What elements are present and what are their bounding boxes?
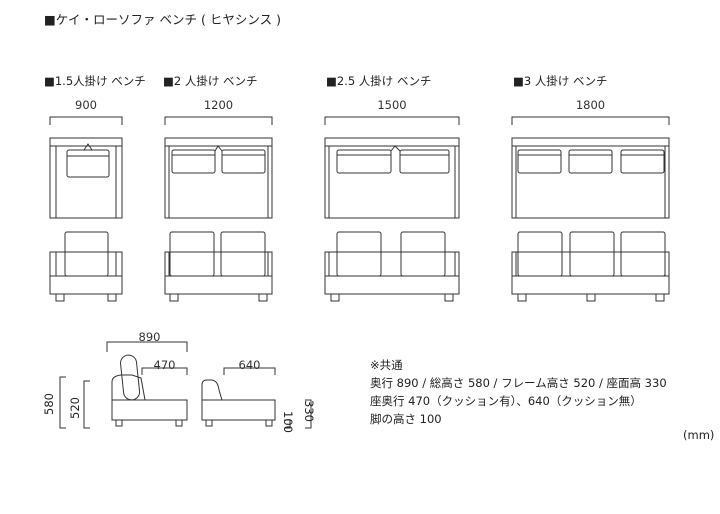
page-title: ■ケイ・ローソファ ベンチ ( ヒヤシンス ) bbox=[44, 12, 281, 27]
depth-dimension-890: 890 bbox=[138, 330, 161, 344]
dimension-lines bbox=[50, 117, 669, 125]
side-view-with-cushion bbox=[107, 342, 187, 426]
section-label-1-5-seat: ■1.5人掛け ベンチ bbox=[44, 74, 146, 88]
top-view-3-seat bbox=[512, 138, 669, 218]
section-label-2-seat: ■2 人掛け ベンチ bbox=[163, 74, 258, 88]
note-leg-height: 脚の高さ 100 bbox=[370, 412, 442, 426]
height-dimension-520: 520 bbox=[68, 397, 82, 419]
width-dimension-900: 900 bbox=[75, 98, 97, 112]
note-seat-depth: 座奥行 470（クッション有）、640（クッション無） bbox=[370, 394, 642, 408]
front-view-3-seat bbox=[512, 232, 669, 301]
section-label-3-seat: ■3 人掛け ベンチ bbox=[513, 74, 608, 88]
height-dimension-580: 580 bbox=[42, 393, 56, 415]
front-view-2-5-seat bbox=[325, 232, 459, 301]
width-dimension-1500: 1500 bbox=[377, 98, 407, 112]
side-view-without-cushion bbox=[202, 368, 275, 426]
top-view-2-5-seat bbox=[325, 138, 459, 218]
note-dimensions: 奥行 890 / 総高さ 580 / フレーム高さ 520 / 座面高 330 bbox=[370, 376, 667, 390]
section-label-2-5-seat: ■2.5 人掛け ベンチ bbox=[326, 74, 432, 88]
top-view-2-seat bbox=[165, 138, 272, 218]
seat-depth-470: 470 bbox=[153, 358, 176, 372]
seat-depth-640: 640 bbox=[238, 358, 261, 372]
height-dimension-330: 330 bbox=[302, 400, 316, 422]
width-dimension-1200: 1200 bbox=[203, 98, 234, 112]
front-view-1-5-seat bbox=[50, 232, 122, 301]
front-view-2-seat bbox=[165, 232, 272, 301]
unit-label: (mm) bbox=[683, 428, 715, 442]
top-view-1-5-seat bbox=[50, 138, 122, 218]
note-common: ※共通 bbox=[370, 358, 403, 372]
height-dimension-lines bbox=[60, 377, 311, 428]
height-dimension-100: 100 bbox=[281, 411, 295, 433]
width-dimension-1800: 1800 bbox=[575, 98, 606, 112]
